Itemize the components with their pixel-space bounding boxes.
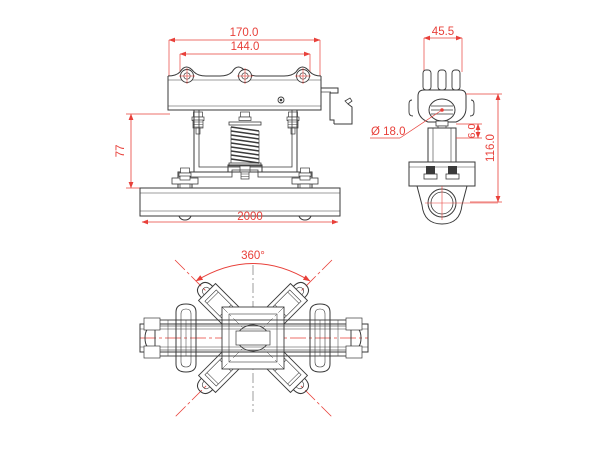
base-plate: [408, 161, 476, 187]
coil-spring-assembly: [228, 111, 262, 180]
dimension-label-2000: 2000: [237, 211, 263, 223]
dimension-label-77: 77: [115, 145, 127, 158]
horizontal-beam: [139, 187, 341, 217]
roller-housing: [416, 185, 498, 225]
side-bracket-tab: [321, 87, 353, 125]
support-column: [427, 127, 457, 163]
mounting-hole-center: [237, 68, 253, 84]
plan-end-caps: [143, 317, 363, 359]
dimension-label-diameter-18: Ø 18.0: [371, 126, 406, 138]
dimension-label-170: 170.0: [230, 27, 259, 39]
side-elevation-view: 45.5 Ø 18.0: [370, 26, 502, 225]
hanger-bolt-right: [286, 111, 300, 135]
plan-u-bolts: [175, 303, 331, 373]
dimension-beam-length: 2000: [141, 211, 339, 225]
dimension-rotation-360: 360°: [195, 250, 311, 282]
dimension-clevis-width: 45.5: [423, 26, 463, 72]
front-elevation-view: 170.0 144.0 77: [115, 27, 353, 225]
clamp-body: [167, 66, 322, 111]
dimension-label-116: 116.0: [485, 134, 497, 162]
mounting-hole-left: [179, 68, 195, 84]
bottom-plan-view: 360°: [139, 250, 369, 418]
dimension-label-6: 6.0: [466, 124, 478, 139]
dimension-pin-diameter: Ø 18.0: [370, 108, 444, 139]
hanger-bolt-left: [191, 111, 205, 135]
mounting-hole-right: [295, 68, 311, 84]
dimension-total-height: 116.0: [466, 93, 502, 203]
dimension-label-45-5: 45.5: [432, 26, 454, 38]
dimension-bolt-spacing: 144.0: [179, 41, 311, 74]
plan-center-body: [221, 306, 285, 370]
plan-beam: [139, 323, 369, 353]
dimension-label-144: 144.0: [231, 41, 260, 53]
dimension-overall-width: 170.0: [168, 27, 321, 76]
dimension-offset-6: 6.0: [456, 124, 482, 139]
dimension-label-360: 360°: [241, 250, 265, 262]
